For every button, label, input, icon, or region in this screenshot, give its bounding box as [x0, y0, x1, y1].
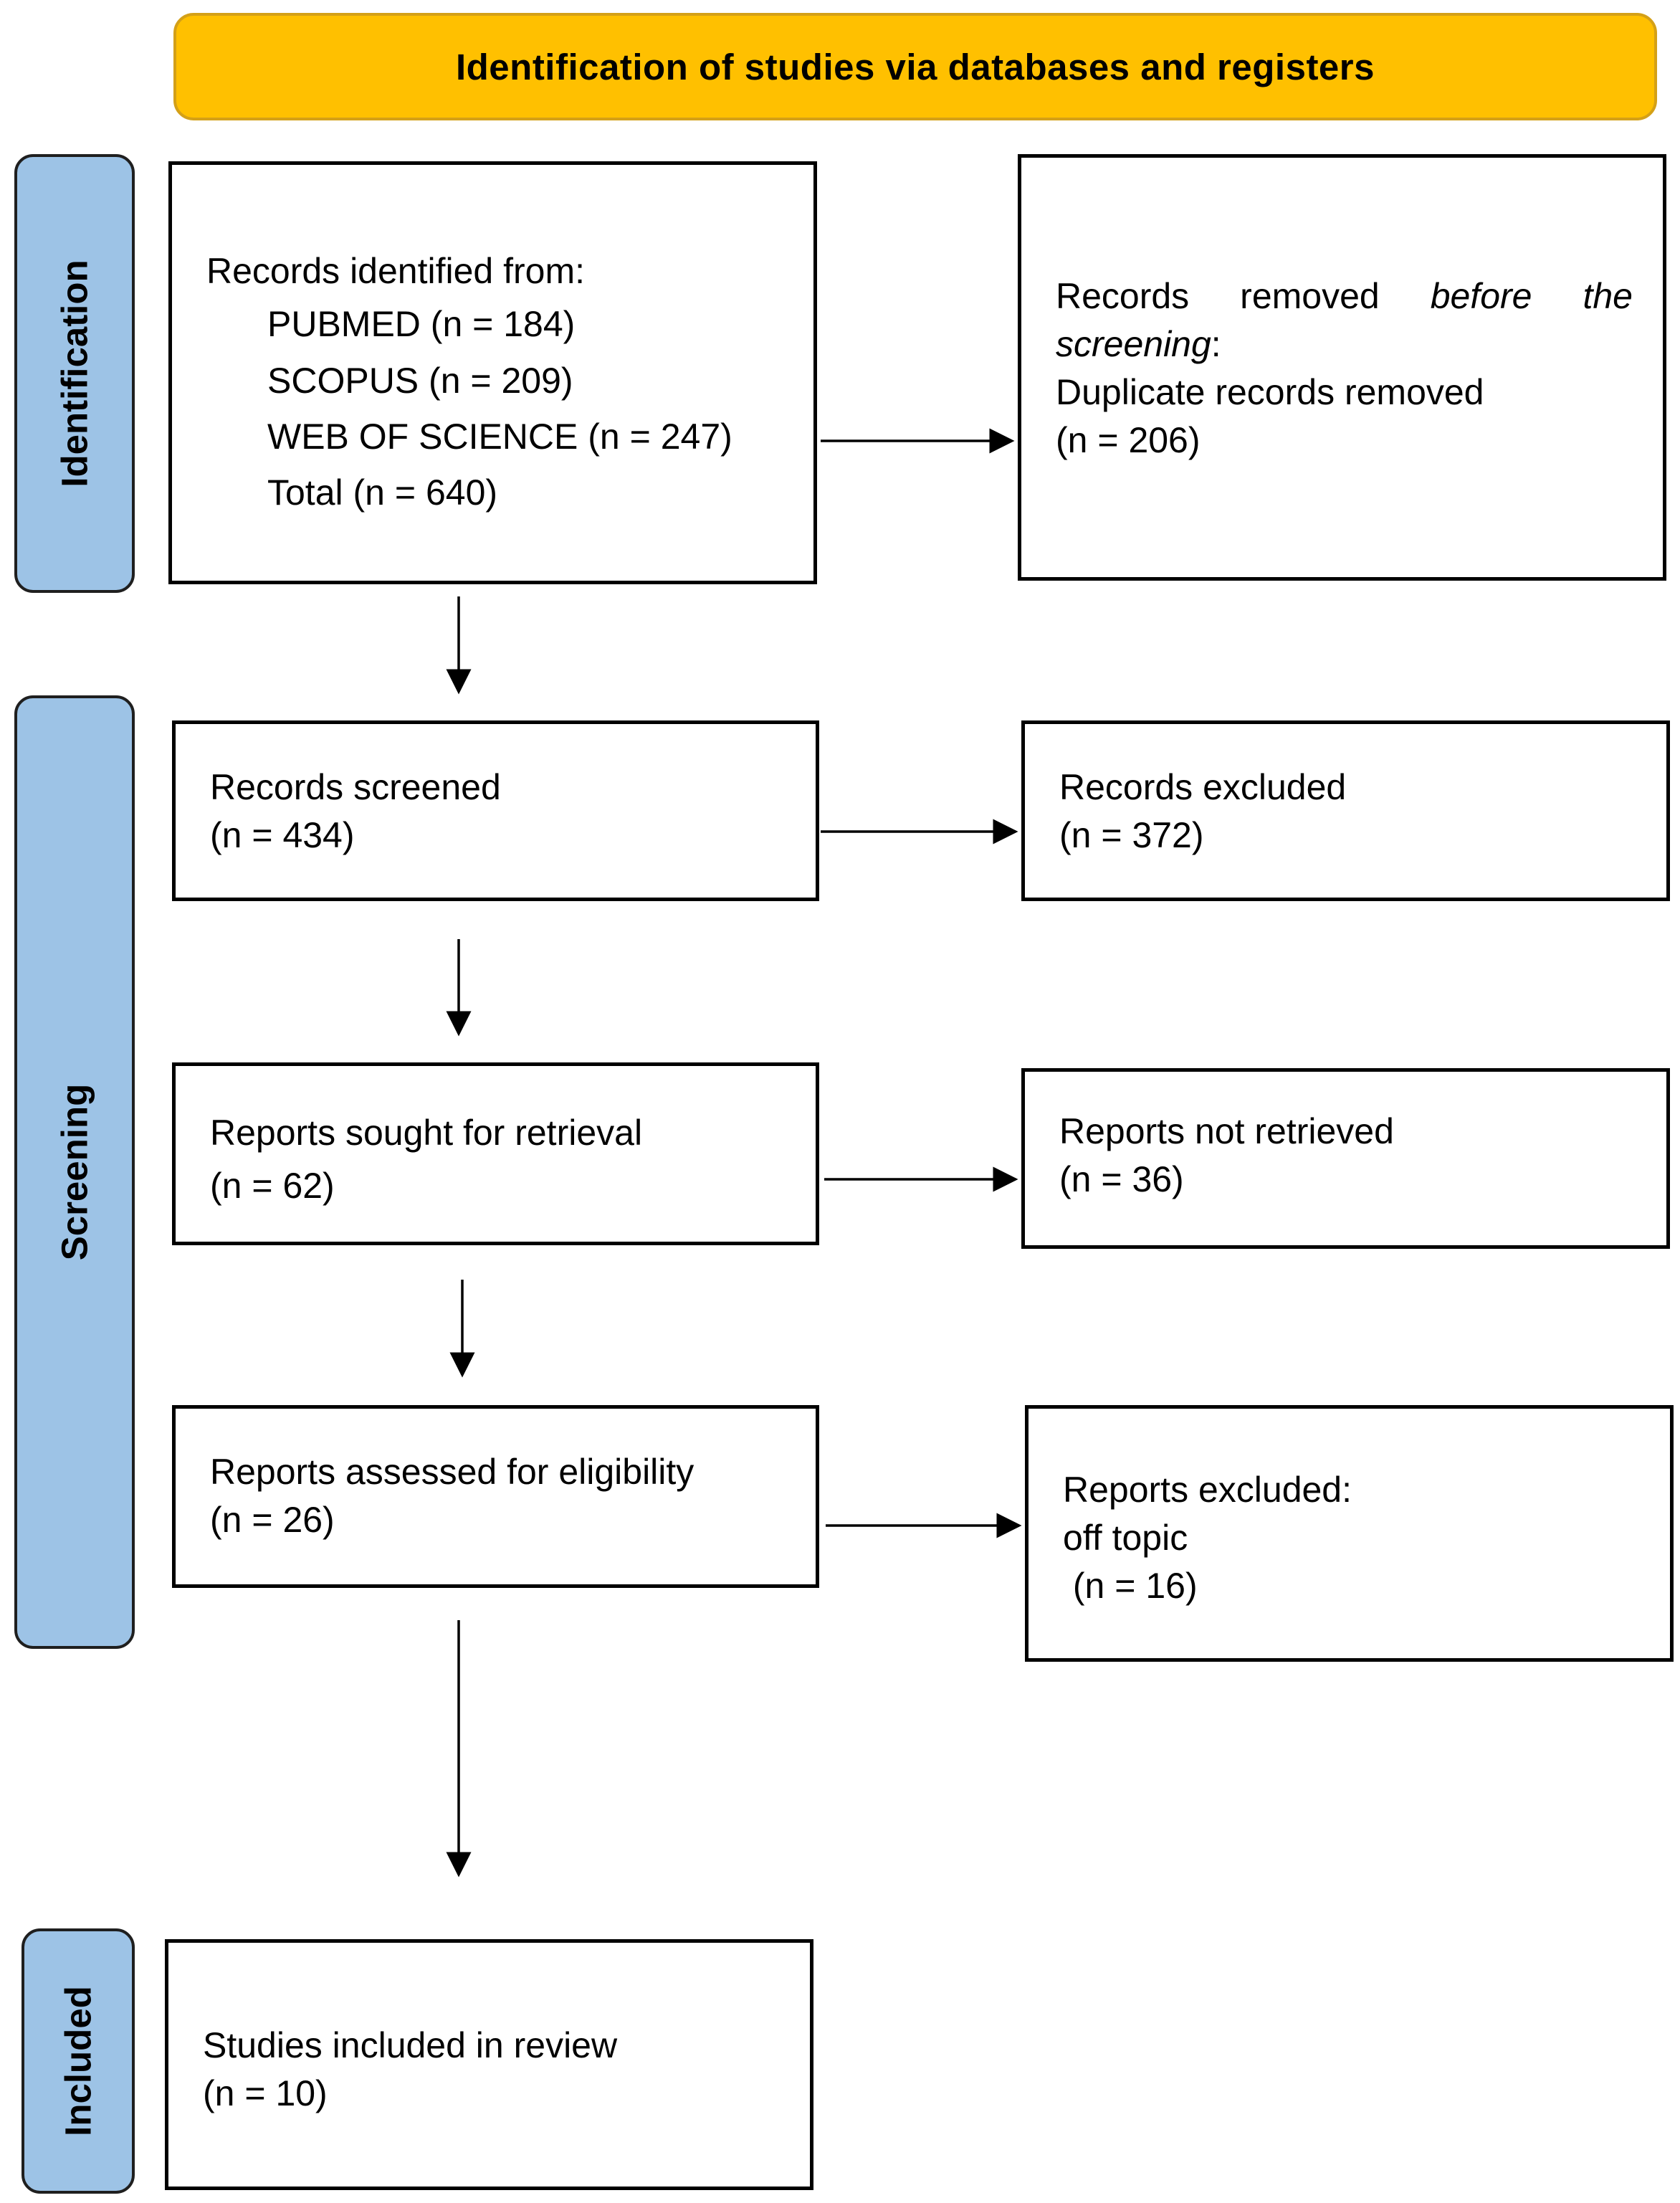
- removed-word-removed: removed: [1240, 276, 1380, 316]
- source-pubmed: PUBMED (n = 184): [267, 304, 576, 344]
- removed-colon: :: [1211, 324, 1221, 364]
- reports-sought-box: Reports sought for retrieval (n = 62): [172, 1062, 819, 1245]
- records-identified-box: Records identified from: PUBMED (n = 184…: [168, 161, 817, 584]
- records-excluded-label: Records excluded: [1059, 767, 1347, 807]
- source-scopus: SCOPUS (n = 209): [267, 361, 573, 401]
- reports-assessed-label: Reports assessed for eligibility: [210, 1452, 695, 1492]
- reports-assessed-count: (n = 26): [210, 1500, 335, 1540]
- records-identified-heading: Records identified from:: [206, 251, 586, 291]
- records-screened-label: Records screened: [210, 767, 501, 807]
- reports-excluded-box: Reports excluded: off topic (n = 16): [1025, 1405, 1674, 1662]
- reports-sought-count: (n = 62): [210, 1166, 335, 1206]
- records-removed-line2: screening:: [1056, 320, 1663, 368]
- reports-not-retrieved-count: (n = 36): [1059, 1159, 1184, 1199]
- duplicate-records-label: Duplicate records removed: [1056, 372, 1484, 412]
- records-removed-line1: Records removed before the: [1056, 272, 1633, 320]
- source-web-of-science: WEB OF SCIENCE (n = 247): [267, 417, 732, 457]
- reports-excluded-reason: off topic: [1063, 1518, 1188, 1558]
- records-screened-count: (n = 434): [210, 815, 355, 855]
- header-banner: Identification of studies via databases …: [173, 13, 1657, 120]
- reports-not-retrieved-box: Reports not retrieved (n = 36): [1021, 1068, 1670, 1249]
- phase-identification: Identification: [14, 154, 135, 593]
- phase-screening: Screening: [14, 695, 135, 1649]
- removed-word-the: the: [1583, 276, 1633, 316]
- reports-not-retrieved-label: Reports not retrieved: [1059, 1111, 1394, 1151]
- records-screened-box: Records screened (n = 434): [172, 720, 819, 901]
- records-removed-box: Records removed before the screening: Du…: [1018, 154, 1666, 581]
- removed-word-records: Records: [1056, 276, 1190, 316]
- records-excluded-count: (n = 372): [1059, 815, 1204, 855]
- studies-included-count: (n = 10): [203, 2073, 328, 2113]
- reports-assessed-box: Reports assessed for eligibility (n = 26…: [172, 1405, 819, 1588]
- reports-excluded-label: Reports excluded:: [1063, 1470, 1352, 1510]
- studies-included-label: Studies included in review: [203, 2025, 618, 2065]
- removed-word-before: before: [1430, 276, 1532, 316]
- reports-sought-label: Reports sought for retrieval: [210, 1113, 643, 1153]
- header-title: Identification of studies via databases …: [455, 46, 1375, 87]
- duplicate-records-count: (n = 206): [1056, 420, 1201, 460]
- phase-included: Included: [22, 1928, 135, 2194]
- removed-word-screening: screening: [1056, 324, 1211, 364]
- source-total: Total (n = 640): [267, 472, 498, 513]
- reports-excluded-count: (n = 16): [1063, 1566, 1198, 1606]
- records-excluded-box: Records excluded (n = 372): [1021, 720, 1670, 901]
- studies-included-box: Studies included in review (n = 10): [165, 1939, 813, 2190]
